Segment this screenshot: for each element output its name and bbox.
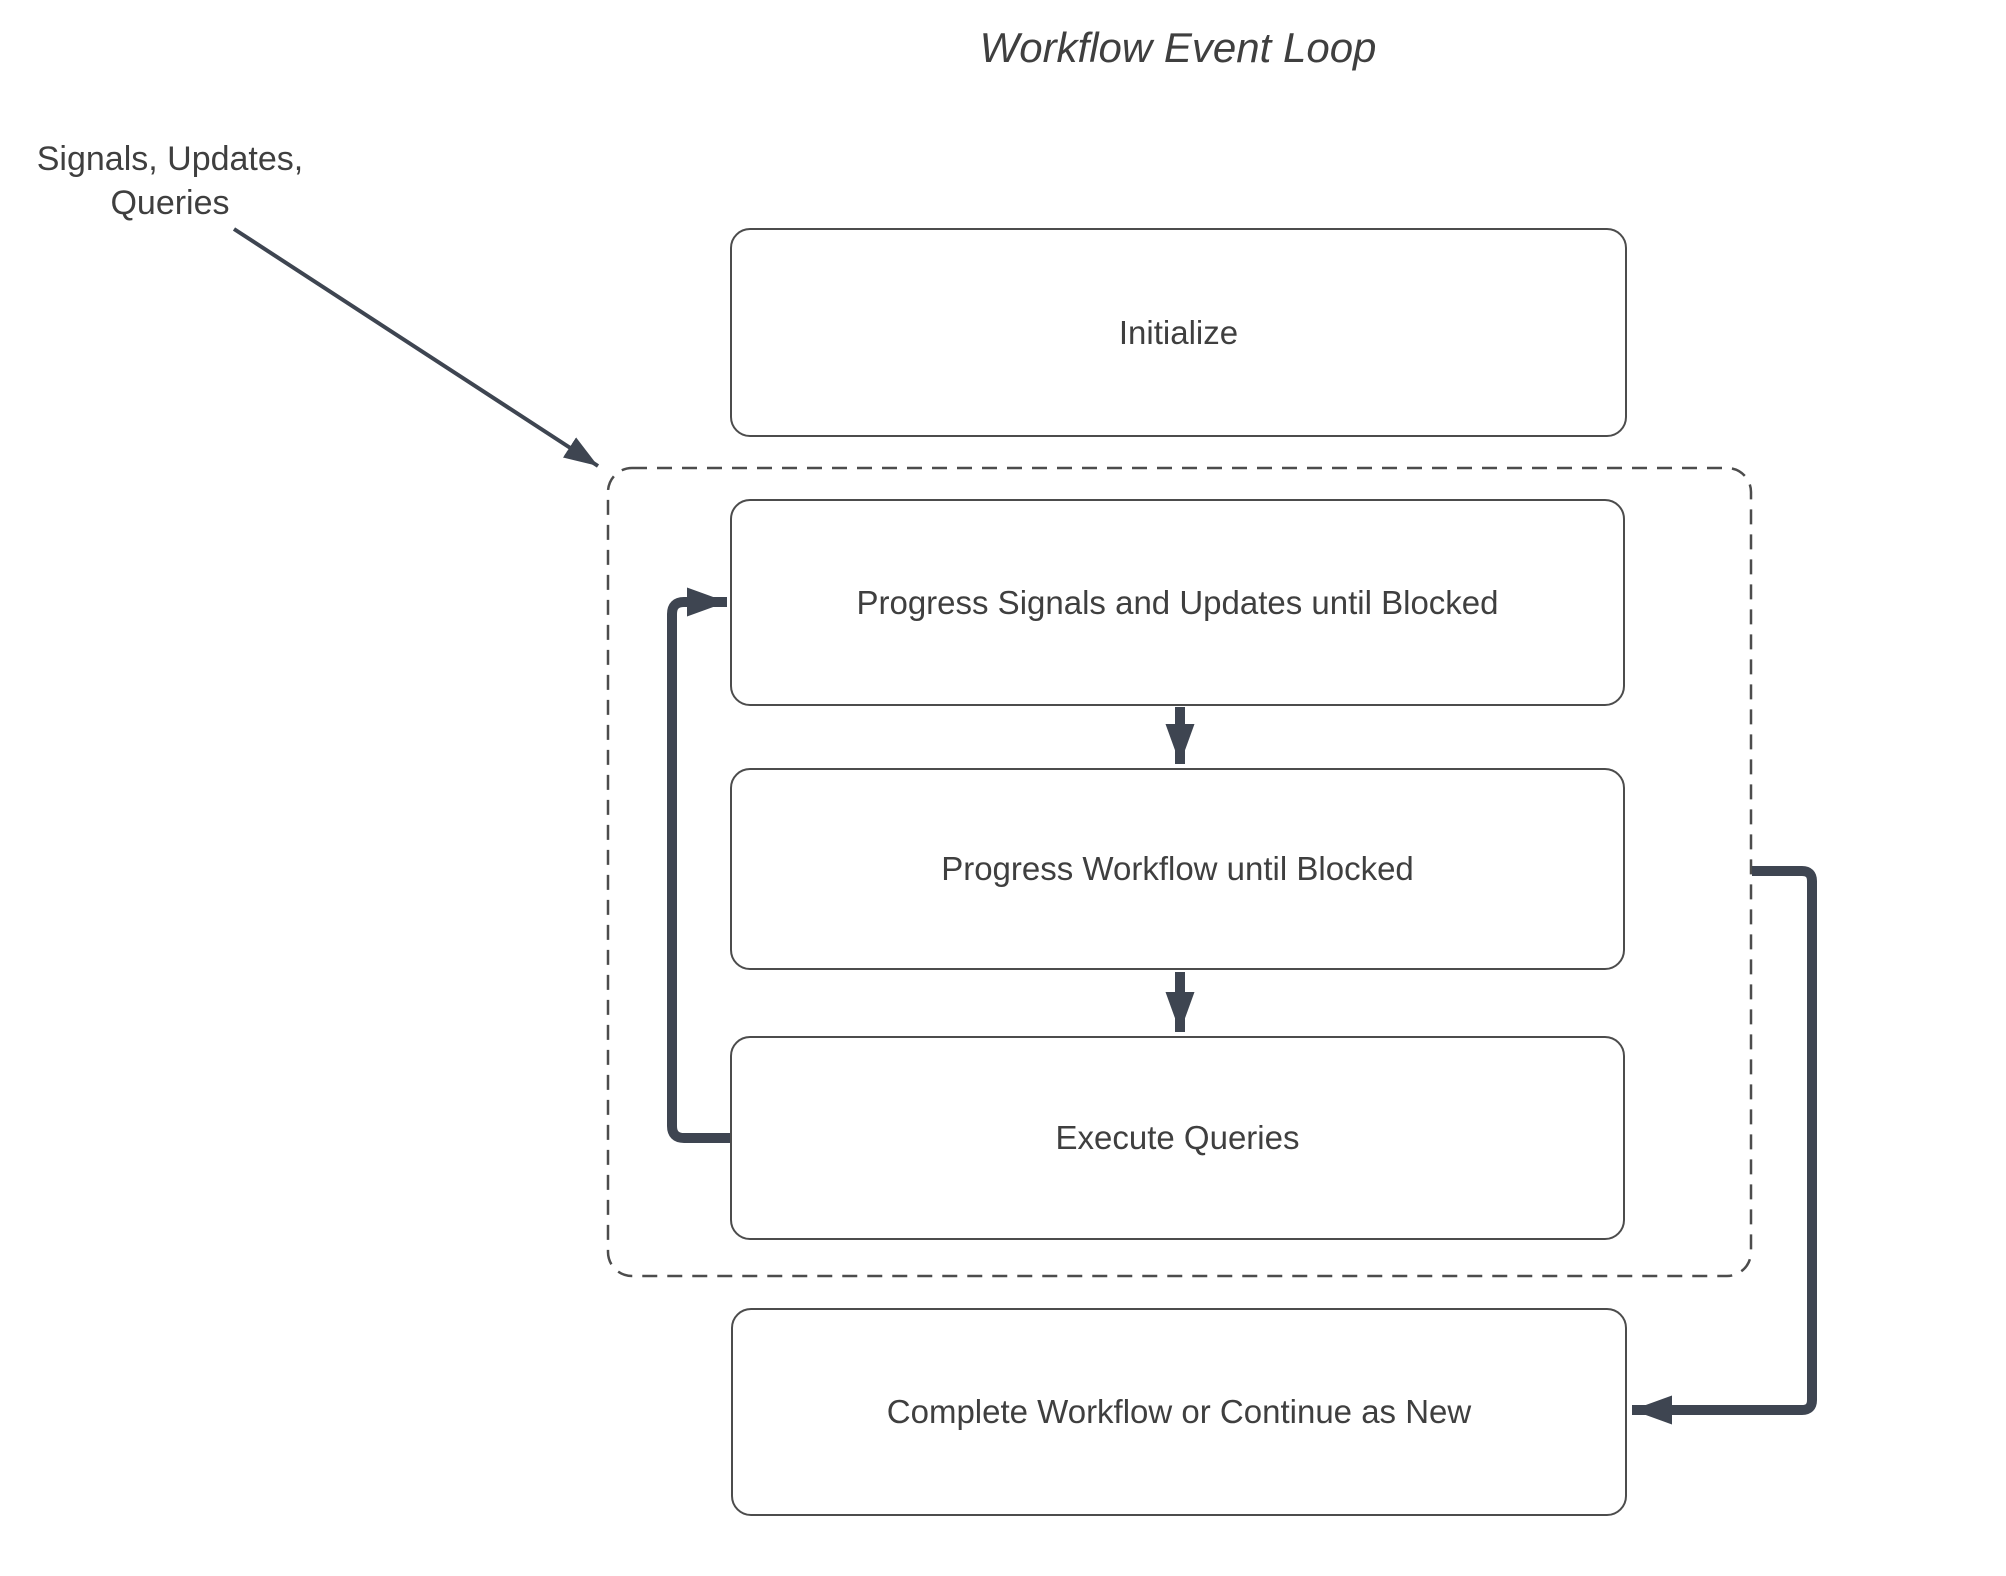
node-progress-signals-updates-label: Progress Signals and Updates until Block… [856, 583, 1499, 621]
node-progress-signals-updates: Progress Signals and Updates until Block… [730, 499, 1625, 706]
node-initialize: Initialize [730, 228, 1627, 437]
node-execute-queries: Execute Queries [730, 1036, 1625, 1240]
node-progress-workflow: Progress Workflow until Blocked [730, 768, 1625, 970]
node-initialize-label: Initialize [1118, 313, 1239, 351]
node-complete-or-continue-label: Complete Workflow or Continue as New [886, 1393, 1472, 1430]
loop-back-arrow [667, 587, 730, 1143]
exit-to-complete-arrow [1632, 866, 1817, 1425]
node-execute-queries-label: Execute Queries [1055, 1119, 1300, 1156]
diagram-title: Workflow Event Loop [979, 24, 1377, 71]
signals-updates-queries-label: Signals, Updates, Queries [36, 140, 304, 222]
node-progress-workflow-label: Progress Workflow until Blocked [941, 850, 1414, 887]
node-complete-or-continue: Complete Workflow or Continue as New [731, 1308, 1627, 1516]
signals-entry-arrow [232, 227, 600, 468]
